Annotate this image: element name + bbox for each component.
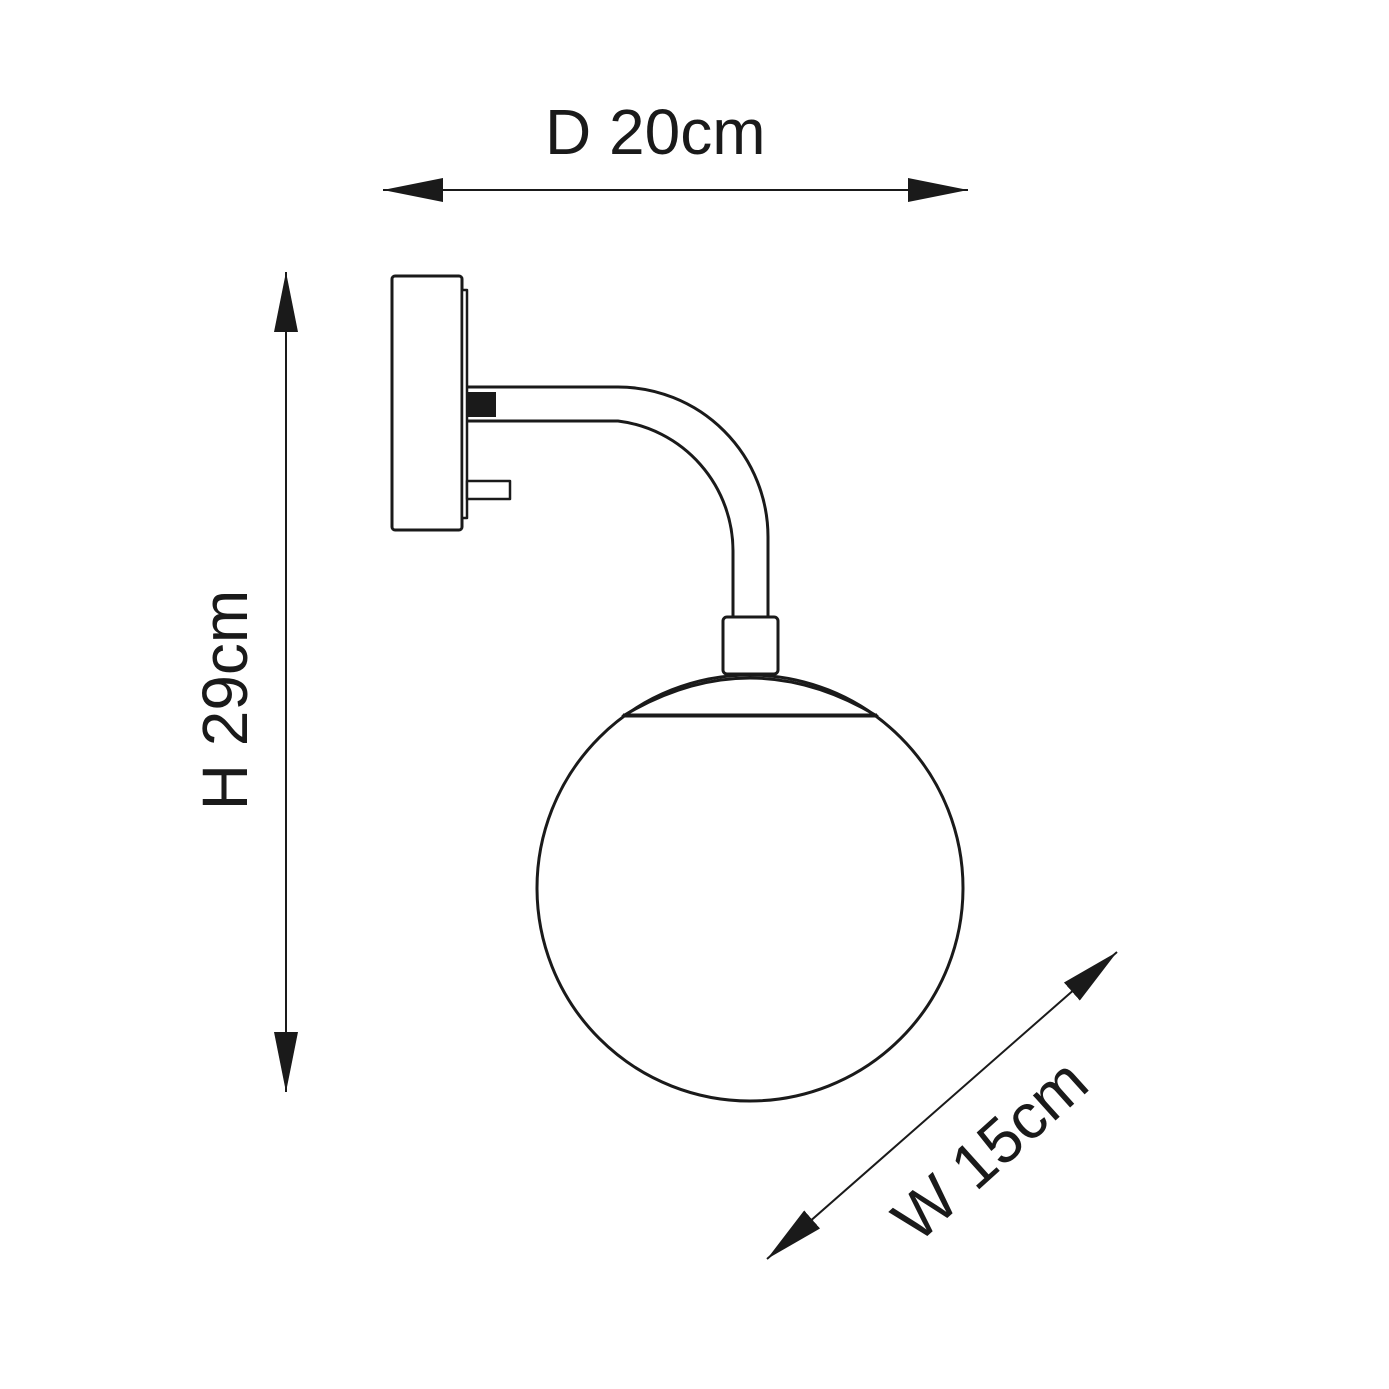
lampholder-collar: [721, 615, 780, 676]
height-label: H 29cm: [189, 589, 261, 811]
depth-label: D 20cm: [545, 96, 766, 168]
wall-backplate: [390, 274, 464, 532]
curved-arm: [467, 385, 770, 617]
width-dimension-arrow: [766, 951, 1118, 1260]
shade-cap: [621, 676, 879, 718]
switch-tab: [465, 479, 512, 501]
globe-shade: [535, 673, 965, 1103]
wall-light-drawing: [390, 274, 965, 1103]
arm-connector-block: [467, 392, 496, 417]
